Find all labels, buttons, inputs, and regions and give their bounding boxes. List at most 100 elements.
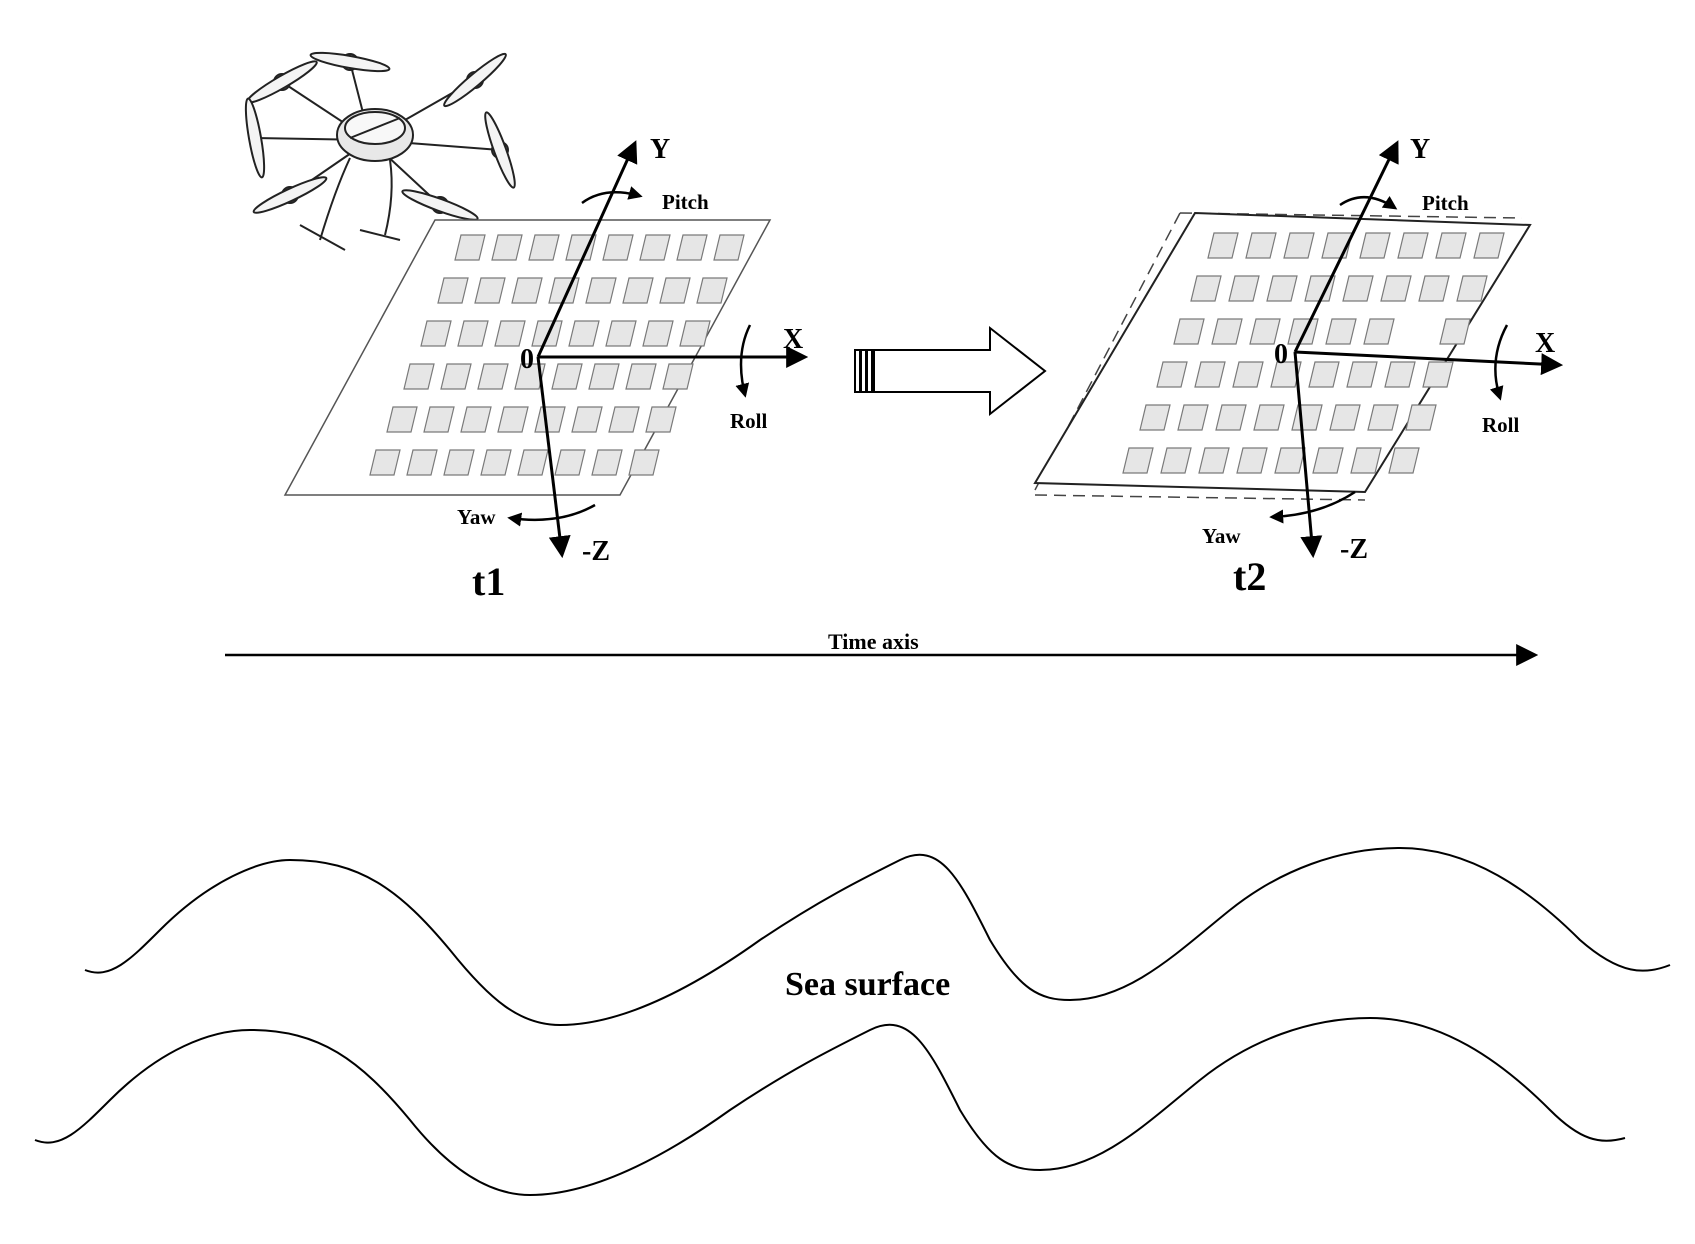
sensor-cell — [386, 406, 418, 433]
pitch-arrow-t1 — [581, 186, 643, 205]
z-axis-label-t1: -Z — [582, 536, 610, 567]
sensor-cell — [713, 234, 745, 261]
sensor-cell — [1359, 232, 1391, 259]
sensor-cell — [679, 320, 711, 347]
sensor-cell — [369, 449, 401, 476]
sensor-cell — [662, 363, 694, 390]
time-axis-label: Time axis — [828, 629, 919, 654]
roll-label-t1: Roll — [730, 409, 768, 433]
hexacopter-drone-icon — [244, 51, 516, 251]
sensor-cell — [571, 406, 603, 433]
sea-wave-upper — [84, 846, 1671, 1027]
sensor-cell — [1245, 232, 1277, 259]
z-axis-t2 — [1293, 351, 1323, 559]
sensor-cell — [1283, 232, 1315, 259]
sensor-cell — [1384, 361, 1416, 388]
sea-wave-lower — [34, 1016, 1626, 1197]
sensor-cell — [491, 234, 523, 261]
sensor-cell — [474, 277, 506, 304]
sensor-cell — [423, 406, 455, 433]
sensor-cell — [585, 277, 617, 304]
sea-surface-label: Sea surface — [785, 966, 950, 1003]
sensor-panel-t2 — [1033, 211, 1532, 501]
axes-t2 — [1269, 140, 1564, 559]
y-axis-t1 — [536, 140, 638, 358]
sensor-cell — [591, 449, 623, 476]
yaw-arrow-t1 — [507, 503, 596, 527]
sensor-cell — [420, 320, 452, 347]
sensor-cell — [696, 277, 728, 304]
x-axis-label-t2: X — [1535, 328, 1555, 359]
sensor-cell — [676, 234, 708, 261]
sensor-cell — [511, 277, 543, 304]
sensor-cell — [406, 449, 438, 476]
sensor-panel-t1 — [283, 219, 772, 496]
sensor-cell — [588, 363, 620, 390]
sensor-cell — [602, 234, 634, 261]
sensor-cell — [440, 363, 472, 390]
sensor-cell — [1177, 404, 1209, 431]
sensor-cell — [1287, 318, 1319, 345]
sensor-cell — [1418, 275, 1450, 302]
sensor-cell — [1342, 275, 1374, 302]
sensor-cell — [457, 320, 489, 347]
sensor-cell — [497, 406, 529, 433]
roll-arrow-t1 — [735, 324, 752, 398]
sensor-cell — [554, 449, 586, 476]
y-axis-label-t2: Y — [1410, 134, 1430, 165]
sensor-grid-t2 — [1122, 232, 1505, 474]
sensor-cell — [1291, 404, 1323, 431]
x-axis-t2 — [1294, 350, 1564, 376]
origin-label-t1: 0 — [520, 344, 534, 375]
sensor-cell — [1211, 318, 1243, 345]
sensor-cell — [1253, 404, 1285, 431]
sensor-cell — [1439, 318, 1471, 345]
sensor-cell — [1350, 447, 1382, 474]
sensor-cell — [645, 406, 677, 433]
sensor-cell — [1456, 275, 1488, 302]
x-axis-label-t1: X — [783, 324, 803, 355]
sensor-cell — [1388, 447, 1420, 474]
sensor-cell — [642, 320, 674, 347]
sensor-cell — [514, 363, 546, 390]
sensor-cell — [454, 234, 486, 261]
sensor-cell — [1363, 318, 1395, 345]
z-axis-t1 — [536, 356, 571, 559]
origin-label-t2: 0 — [1274, 339, 1288, 370]
axes-t1 — [507, 140, 809, 559]
sensor-cell — [1329, 404, 1361, 431]
sensor-cell — [1473, 232, 1505, 259]
sensor-cell — [531, 320, 563, 347]
sensor-cell — [1270, 361, 1302, 388]
sensor-cell — [565, 234, 597, 261]
time-label-t2: t2 — [1233, 554, 1266, 599]
sensor-cell — [551, 363, 583, 390]
sensor-cell — [437, 277, 469, 304]
sensor-cell — [1397, 232, 1429, 259]
sensor-cell — [1435, 232, 1467, 259]
roll-arrow-t2 — [1489, 324, 1509, 401]
sensor-cell — [568, 320, 600, 347]
yaw-arrow-t2 — [1269, 490, 1356, 524]
sensor-cell — [1160, 447, 1192, 474]
sensor-cell — [1380, 275, 1412, 302]
transition-arrow-icon — [854, 325, 1047, 417]
sensor-cell — [628, 449, 660, 476]
sensor-cell — [622, 277, 654, 304]
sensor-cell — [443, 449, 475, 476]
sensor-cell — [1274, 447, 1306, 474]
pitch-label-t1: Pitch — [662, 190, 709, 214]
sensor-cell — [1346, 361, 1378, 388]
sensor-cell — [403, 363, 435, 390]
time-label-t1: t1 — [472, 559, 505, 604]
sensor-cell — [1266, 275, 1298, 302]
sensor-cell — [1198, 447, 1230, 474]
sensor-cell — [605, 320, 637, 347]
sensor-cell — [1156, 361, 1188, 388]
sensor-cell — [1215, 404, 1247, 431]
sensor-cell — [460, 406, 492, 433]
sensor-cell — [1139, 404, 1171, 431]
sensor-cell — [1367, 404, 1399, 431]
sensor-cell — [480, 449, 512, 476]
